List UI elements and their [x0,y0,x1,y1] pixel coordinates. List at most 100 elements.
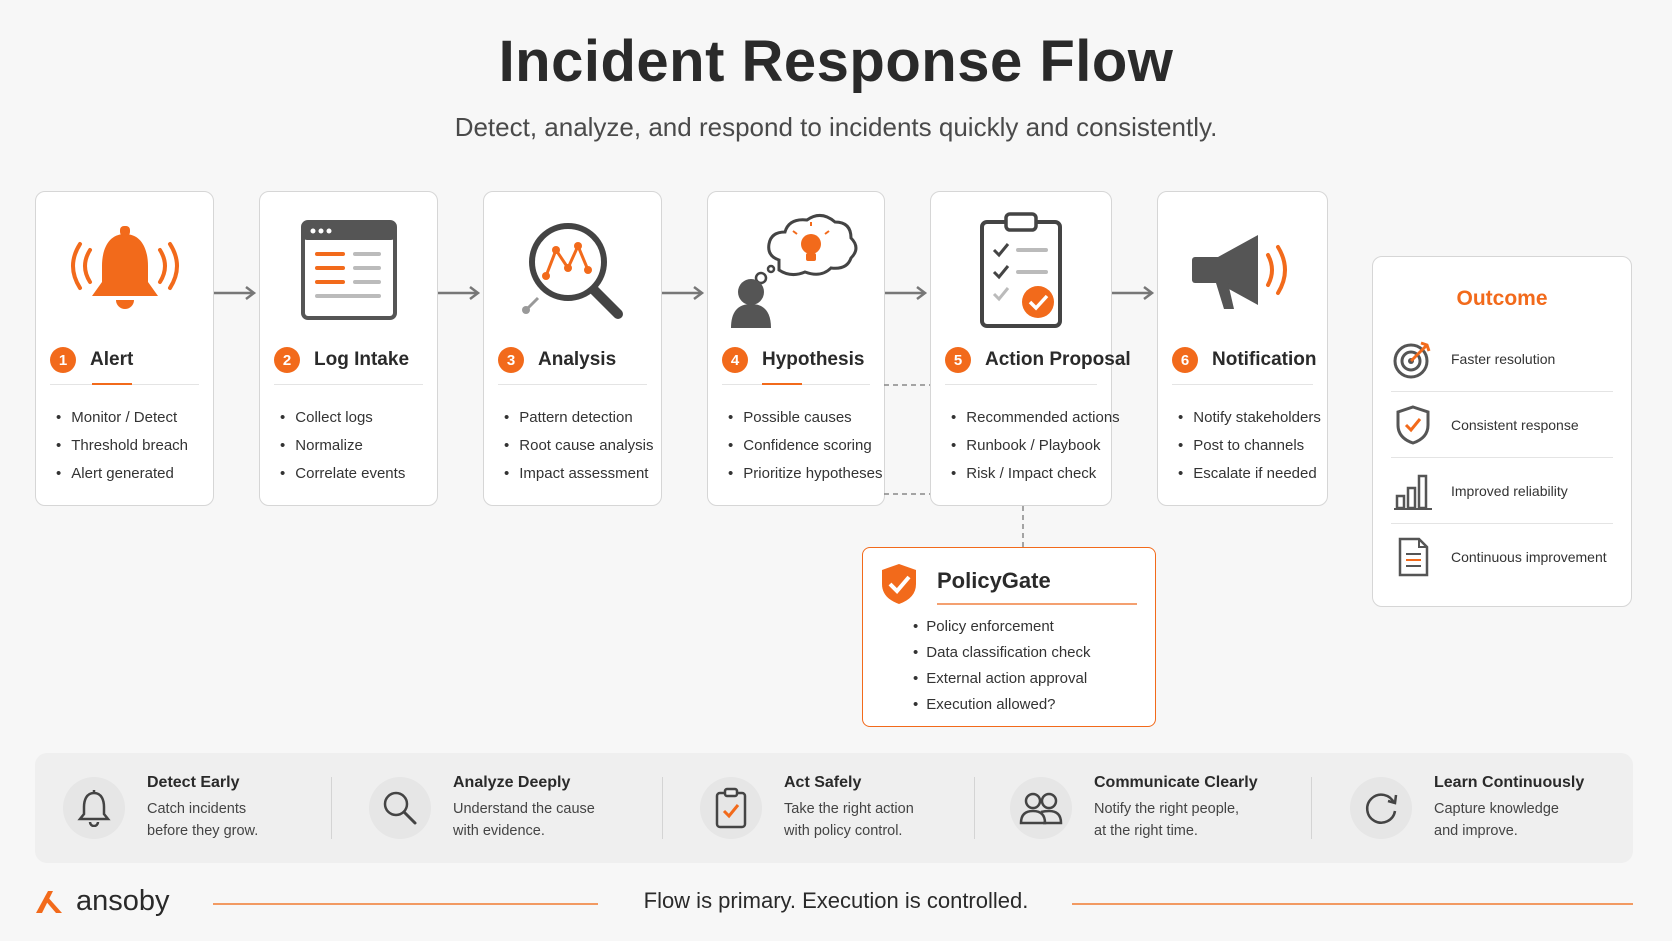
clipboard-checklist-icon [931,211,1111,328]
outcome-item: Improved reliability [1391,458,1613,524]
step-number: 2 [274,347,300,373]
step-item: Correlate events [280,460,427,488]
step-card-analysis: 3 Analysis Pattern detection Root cause … [483,191,662,506]
step-card-hypothesis: 4 Hypothesis Possible causes Confidence … [707,191,885,506]
thinking-person-icon [708,212,884,328]
principle-line: before they grow. [147,823,259,839]
search-icon [369,777,431,839]
step-item: Threshold breach [56,432,203,460]
step-number: 1 [50,347,76,373]
bell-icon [63,777,125,839]
step-item: Root cause analysis [504,432,653,460]
brand-logo: ansoby [34,885,170,918]
principle-communicate-clearly: Communicate Clearly Notify the right peo… [1010,753,1258,863]
step-item: Impact assessment [504,460,651,488]
shield-check-icon [879,562,919,611]
principle-line: with evidence. [453,823,545,839]
principle-title: Learn Continuously [1434,774,1585,791]
clipboard-check-icon [700,777,762,839]
principle-learn-continuously: Learn Continuously Capture knowledge and… [1350,753,1584,863]
step-title: Alert [90,349,134,370]
brand-mark-icon [36,890,62,913]
page-subtitle: Detect, analyze, and respond to incident… [454,112,1218,142]
shield-check-icon [1391,404,1435,445]
principle-line: Notify the right people, [1094,801,1240,817]
principle-title: Act Safely [784,774,862,791]
outcome-item: Faster resolution [1391,326,1613,392]
principle-line: Capture knowledge [1434,801,1559,817]
policy-item: Execution allowed? [913,692,1091,718]
step-card-notification: 6 Notification Notify stakeholders Post … [1157,191,1328,506]
step-title: Notification [1212,349,1317,370]
step-item: Risk / Impact check [951,460,1101,488]
policy-item: External action approval [913,666,1091,692]
megaphone-icon [1158,212,1327,327]
step-item: Alert generated [56,460,203,488]
step-item: Pattern detection [504,404,651,432]
step-item: Possible causes [728,404,874,432]
document-icon [1391,537,1435,577]
flow-arrow-icon [1112,286,1155,300]
footer-divider [213,903,598,905]
step-item: Prioritize hypotheses [728,460,882,488]
flow-arrow-icon [885,286,928,300]
principle-title: Communicate Clearly [1094,774,1258,791]
step-title: Analysis [538,349,617,370]
policy-gate-card: PolicyGate Policy enforcement Data class… [862,547,1156,727]
flow-arrow-icon [214,286,257,300]
step-number: 3 [498,347,524,373]
footer-tagline: Flow is primary. Execution is controlled… [643,888,1029,913]
step-number: 6 [1172,347,1198,373]
outcome-label: Continuous improvement [1451,549,1607,565]
outcome-item: Consistent response [1391,392,1613,458]
outcome-card: Outcome Faster resolution Consistent res… [1372,256,1632,607]
step-item: Escalate if needed [1178,460,1317,488]
policy-gate-title: PolicyGate [937,568,1051,593]
outcome-item: Continuous improvement [1391,524,1613,590]
principle-act-safely: Act Safely Take the right action with po… [700,753,914,863]
step-item: Normalize [280,432,427,460]
step-card-alert: 1 Alert Monitor / Detect Threshold breac… [35,191,214,506]
step-item: Recommended actions [951,404,1119,432]
step-card-log-intake: 2 Log Intake Collect logs Normalize Corr… [259,191,438,506]
brand-name: ansoby [76,885,170,917]
principle-line: and improve. [1434,823,1518,839]
bar-chart-icon [1391,472,1435,510]
log-window-icon [260,212,437,327]
people-icon [1010,777,1072,839]
step-title: Action Proposal [985,349,1131,370]
principle-title: Analyze Deeply [453,774,571,791]
outcome-title: Outcome [1456,287,1548,310]
principle-detect-early: Detect Early Catch incidents before they… [63,753,258,863]
policy-connector [884,384,1024,547]
step-number: 4 [722,347,748,373]
page-title: Incident Response Flow [498,29,1174,94]
step-item: Post to channels [1178,432,1317,460]
principles-strip: Detect Early Catch incidents before they… [35,753,1633,863]
step-item: Confidence scoring [728,432,874,460]
step-title: Hypothesis [762,349,865,370]
principle-line: at the right time. [1094,823,1198,839]
flow-arrow-icon [662,286,705,300]
policy-item: Data classification check [913,640,1090,666]
principle-line: Take the right action [784,801,914,817]
policy-item: Policy enforcement [913,614,1091,640]
outcome-label: Faster resolution [1451,350,1556,367]
footer-divider [1072,903,1633,905]
step-item: Collect logs [280,404,427,432]
magnifier-chart-icon [484,212,661,327]
principle-line: with policy control. [784,823,903,839]
principle-title: Detect Early [147,774,240,791]
step-item: Runbook / Playbook [951,432,1101,460]
step-item: Monitor / Detect [56,404,203,432]
outcome-label: Improved reliability [1451,482,1568,499]
flow-arrow-icon [438,286,481,300]
principle-line: Catch incidents [147,801,247,817]
target-icon [1391,339,1435,379]
step-number: 5 [945,347,971,373]
step-item: Notify stakeholders [1178,404,1321,432]
principle-analyze-deeply: Analyze Deeply Understand the cause with… [369,753,595,863]
refresh-icon [1350,777,1412,839]
step-card-action-proposal: 5 Action Proposal Recommended actions Ru… [930,191,1131,506]
alarm-bell-icon [36,212,213,327]
